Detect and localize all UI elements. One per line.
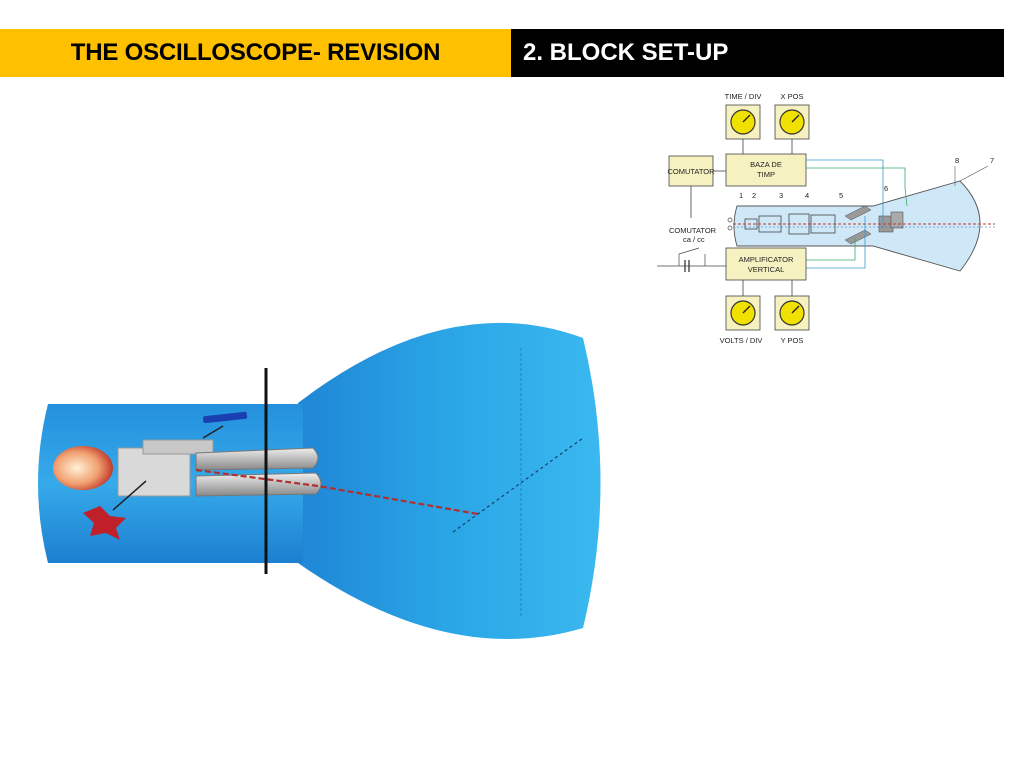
screen-trace bbox=[452, 437, 584, 533]
crt-flared-screen bbox=[298, 322, 601, 640]
svg-text:BAZA DE: BAZA DE bbox=[750, 160, 782, 169]
svg-text:6: 6 bbox=[884, 184, 888, 193]
heater-cathode bbox=[53, 446, 113, 490]
svg-text:ca / cc: ca / cc bbox=[683, 235, 705, 244]
crt-tube-illustration bbox=[38, 322, 601, 640]
label-x-pos: X POS bbox=[781, 92, 804, 101]
label-time-div: TIME / DIV bbox=[725, 92, 762, 101]
svg-text:3: 3 bbox=[779, 191, 783, 200]
deflection-plate bbox=[203, 411, 248, 424]
svg-text:7: 7 bbox=[990, 156, 994, 165]
section-title: 2. BLOCK SET-UP bbox=[511, 29, 1004, 77]
svg-text:COMUTATOR: COMUTATOR bbox=[669, 226, 717, 235]
svg-text:5: 5 bbox=[839, 191, 843, 200]
vertical-amplifier-box bbox=[725, 247, 807, 281]
label-volts-div: VOLTS / DIV bbox=[720, 336, 763, 345]
cathode-connector bbox=[83, 506, 126, 540]
focusing-anode bbox=[195, 472, 322, 497]
svg-text:TIMP: TIMP bbox=[757, 170, 775, 179]
svg-text:COMUTATOR: COMUTATOR bbox=[667, 167, 715, 176]
wire-time-base bbox=[806, 159, 884, 228]
oscilloscope-block-diagram: TIME / DIV X POS COMUTATOR BAZA DE TIMP … bbox=[657, 92, 995, 345]
crt-tube-outline bbox=[733, 180, 981, 272]
svg-text:8: 8 bbox=[955, 156, 959, 165]
label-y-pos: Y POS bbox=[781, 336, 804, 345]
accelerating-anode bbox=[195, 447, 319, 471]
slide-title: THE OSCILLOSCOPE- REVISION bbox=[0, 29, 511, 77]
control-grid bbox=[117, 447, 191, 497]
slide-header: THE OSCILLOSCOPE- REVISION 2. BLOCK SET-… bbox=[0, 29, 1004, 77]
svg-text:VERTICAL: VERTICAL bbox=[748, 265, 785, 274]
time-base-box bbox=[725, 153, 807, 187]
svg-text:1: 1 bbox=[739, 191, 743, 200]
svg-text:AMPLIFICATOR: AMPLIFICATOR bbox=[739, 255, 794, 264]
electron-beam bbox=[195, 468, 479, 516]
svg-text:2: 2 bbox=[752, 191, 756, 200]
svg-text:4: 4 bbox=[805, 191, 809, 200]
comutator-box bbox=[668, 155, 714, 187]
